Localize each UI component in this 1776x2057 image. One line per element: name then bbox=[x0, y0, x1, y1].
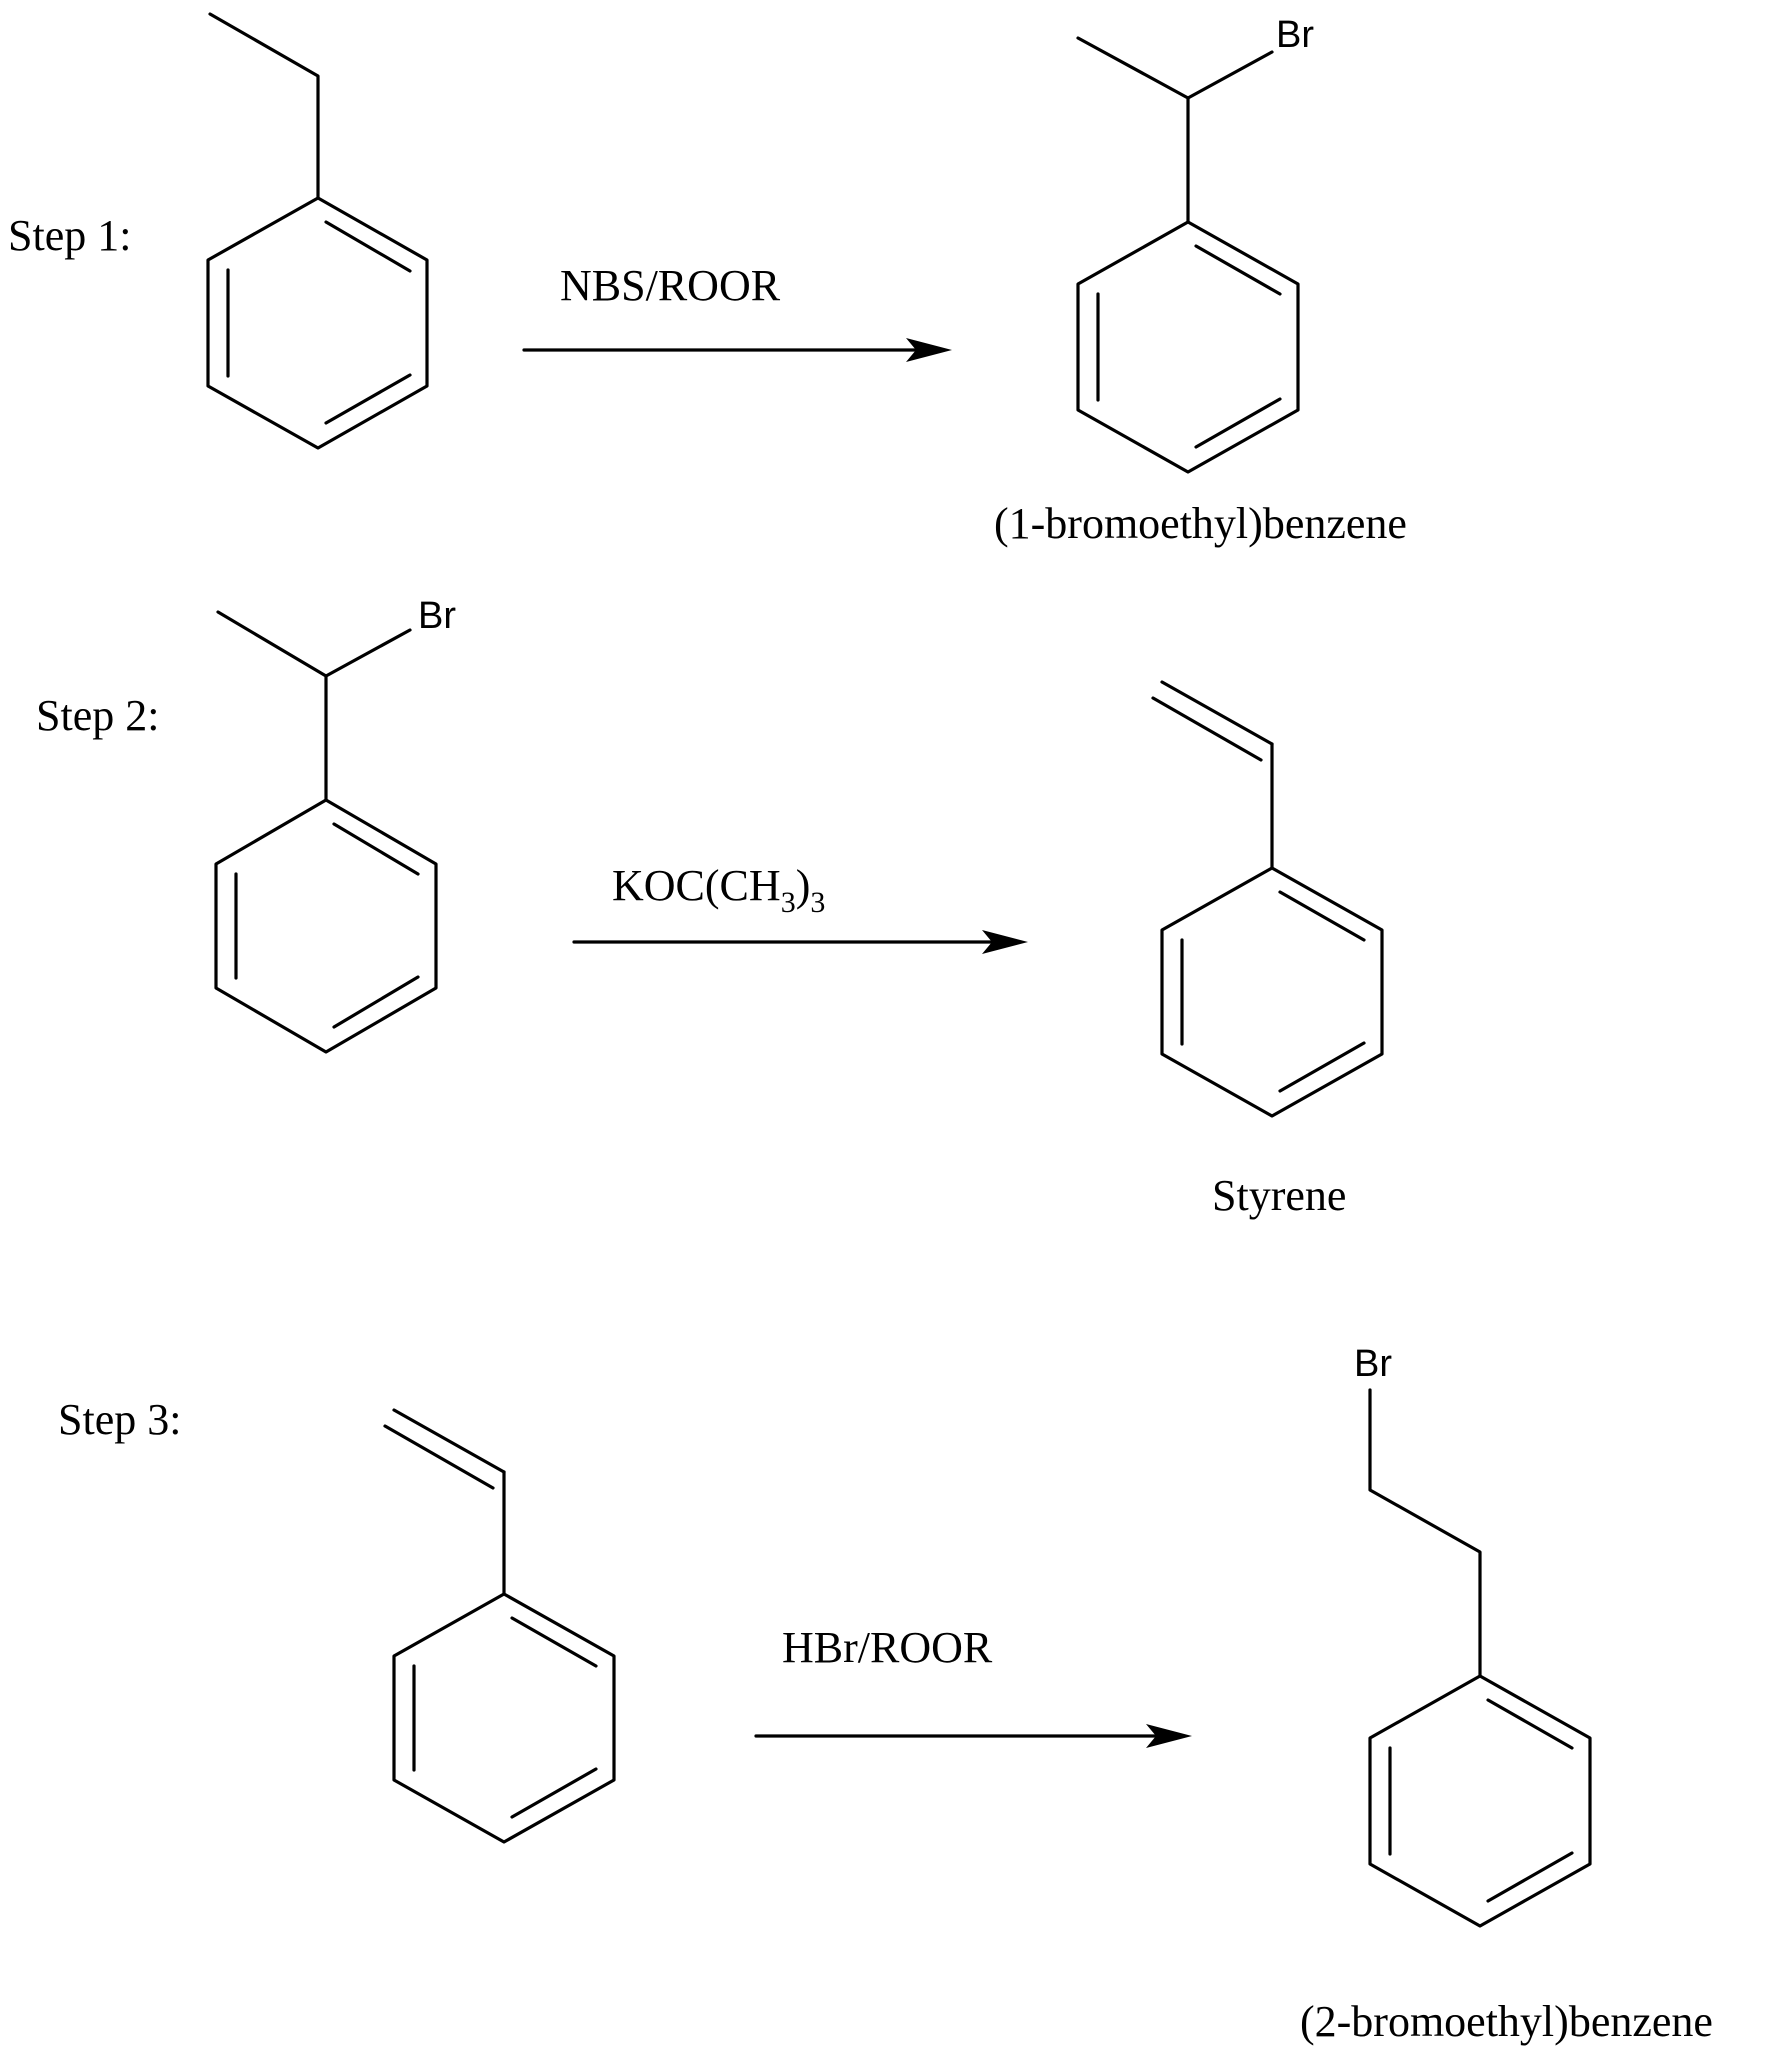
ring-double-bond bbox=[1278, 1041, 1366, 1093]
styrene-structure bbox=[383, 1408, 616, 1844]
reagent-subscript: 3 bbox=[781, 886, 796, 919]
ring-double-bond bbox=[510, 1616, 598, 1668]
step-2-reagent: KOC(CH3)3 bbox=[612, 861, 825, 919]
step-1-product-name: (1-bromoethyl)benzene bbox=[994, 499, 1407, 548]
reagent-main-text: KOC(CH bbox=[612, 861, 781, 910]
step-3-reagent: HBr/ROOR bbox=[782, 1623, 993, 1672]
step-3-product-name: (2-bromoethyl)benzene bbox=[1300, 1997, 1713, 2046]
benzene-ring bbox=[1368, 1674, 1592, 1928]
ring-double-bond bbox=[332, 975, 420, 1029]
ring-double-bond bbox=[332, 822, 420, 876]
ring-double-bond bbox=[1486, 1851, 1574, 1903]
bromoethyl-chain bbox=[216, 610, 328, 802]
bromine-atom: Br bbox=[1276, 14, 1314, 56]
step-2-label: Step 2: bbox=[36, 691, 159, 740]
benzene-ring bbox=[392, 1592, 616, 1844]
vinyl-double-bond bbox=[392, 1408, 506, 1474]
step-1-label: Step 1: bbox=[8, 211, 131, 260]
ethyl-chain bbox=[208, 12, 320, 200]
step-2: Step 2: Br KOC(CH3)3 Styrene bbox=[36, 595, 1384, 1220]
benzene-ring bbox=[1076, 220, 1300, 474]
bromine-atom: Br bbox=[1354, 1343, 1392, 1385]
c-br-bond bbox=[1186, 50, 1274, 100]
bromoethyl-chain bbox=[1076, 36, 1190, 224]
vinyl-double-bond bbox=[383, 1424, 495, 1490]
step-1: Step 1: NBS/ROOR Br (1-bromoethyl)benzen… bbox=[8, 12, 1407, 548]
styrene-structure bbox=[1151, 680, 1384, 1118]
step-3: Step 3: HBr/ROOR Br (2-bromoethyl)benzen bbox=[58, 1343, 1713, 2046]
ring-double-bond bbox=[324, 220, 412, 273]
benzene-ring bbox=[1160, 866, 1384, 1118]
1-bromoethylbenzene-structure: Br bbox=[214, 595, 456, 1054]
reagent-paren: ) bbox=[796, 861, 811, 910]
vinyl-double-bond bbox=[1151, 696, 1263, 762]
reaction-arrow bbox=[522, 338, 952, 362]
ring-double-bond bbox=[1278, 890, 1366, 942]
ring-double-bond bbox=[510, 1767, 598, 1819]
reaction-arrow bbox=[754, 1724, 1192, 1748]
reagent-subscript: 3 bbox=[810, 886, 825, 919]
benzene-ring bbox=[206, 196, 429, 450]
vinyl-double-bond bbox=[1160, 680, 1274, 746]
ring-double-bond bbox=[324, 373, 412, 425]
bromoethyl-chain bbox=[1368, 1388, 1482, 1678]
ring-double-bond bbox=[1194, 244, 1282, 296]
c-br-bond bbox=[324, 628, 412, 678]
step-1-reagent: NBS/ROOR bbox=[560, 261, 781, 310]
reaction-arrow bbox=[572, 930, 1028, 954]
step-2-product-name: Styrene bbox=[1212, 1171, 1346, 1220]
bromine-atom: Br bbox=[418, 595, 456, 637]
step-3-label: Step 3: bbox=[58, 1395, 181, 1444]
ring-double-bond bbox=[1194, 397, 1282, 449]
benzene-ring bbox=[214, 798, 438, 1054]
2-bromoethylbenzene-structure: Br bbox=[1354, 1343, 1592, 1928]
ring-double-bond bbox=[1486, 1698, 1574, 1750]
ethylbenzene-structure bbox=[206, 12, 429, 450]
1-bromoethylbenzene-structure: Br bbox=[1076, 14, 1314, 474]
